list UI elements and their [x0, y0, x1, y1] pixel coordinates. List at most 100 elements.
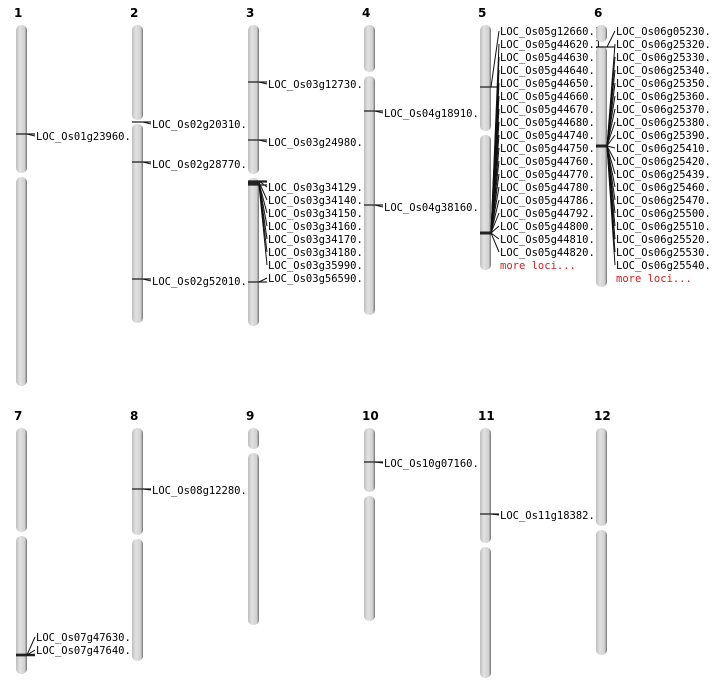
- locus-label[interactable]: LOC_Os03g34150.1: [268, 208, 369, 220]
- locus-label[interactable]: LOC_Os02g28770.1: [152, 159, 253, 171]
- locus-label[interactable]: LOC_Os03g24980.1: [268, 137, 369, 149]
- locus-connector: [606, 108, 616, 147]
- locus-label[interactable]: LOC_Os05g44820.1: [500, 247, 601, 259]
- locus-label[interactable]: LOC_Os06g25380.1: [616, 117, 712, 129]
- locus-connector: [606, 145, 616, 266]
- chromosome-arm-short: [16, 25, 27, 173]
- locus-label[interactable]: LOC_Os05g44786.1: [500, 195, 601, 207]
- locus-label[interactable]: LOC_Os08g12280.1: [152, 485, 253, 497]
- locus-connector: [26, 133, 36, 137]
- locus-label[interactable]: LOC_Os05g44810.1: [500, 234, 601, 246]
- locus-connector: [142, 121, 152, 125]
- locus-label[interactable]: LOC_Os02g52010.1: [152, 276, 253, 288]
- locus-connector: [374, 110, 384, 114]
- chromosome-arm-long: [248, 453, 259, 625]
- locus-label[interactable]: LOC_Os06g25500.1: [616, 208, 712, 220]
- locus-label[interactable]: LOC_Os05g44750.1: [500, 143, 601, 155]
- locus-label[interactable]: LOC_Os05g44680.1: [500, 117, 601, 129]
- chromosome-2: 2LOC_Os02g20310.1LOC_Os02g28770.1LOC_Os0…: [130, 6, 253, 323]
- chromosome-6: 6LOC_Os06g05230.1LOC_Os06g25320.1LOC_Os0…: [594, 6, 712, 287]
- locus-label[interactable]: LOC_Os05g44800.1: [500, 221, 601, 233]
- locus-label[interactable]: LOC_Os06g25470.1: [616, 195, 712, 207]
- locus-connector: [606, 145, 616, 149]
- locus-label[interactable]: LOC_Os06g25330.1: [616, 52, 712, 64]
- chromosome-5: 5LOC_Os05g12660.1LOC_Os05g44620.1LOC_Os0…: [478, 6, 601, 272]
- more-loci-link[interactable]: more loci...: [500, 260, 576, 272]
- locus-connector: [606, 134, 616, 147]
- locus-connector: [142, 488, 152, 491]
- locus-label[interactable]: LOC_Os11g18382.1: [500, 510, 601, 522]
- locus-label[interactable]: LOC_Os03g34180.1: [268, 247, 369, 259]
- locus-label[interactable]: LOC_Os05g44630.1: [500, 52, 601, 64]
- locus-connector: [490, 212, 500, 234]
- locus-label[interactable]: LOC_Os06g25370.1: [616, 104, 712, 116]
- locus-connector: [142, 278, 152, 282]
- locus-label[interactable]: LOC_Os02g20310.1: [152, 119, 253, 131]
- locus-label[interactable]: LOC_Os06g25410.1: [616, 143, 712, 155]
- locus-label[interactable]: LOC_Os03g34160.1: [268, 221, 369, 233]
- locus-label[interactable]: LOC_Os06g25350.1: [616, 78, 712, 90]
- locus-connector: [258, 277, 268, 283]
- locus-label[interactable]: LOC_Os06g25540.1: [616, 260, 712, 272]
- locus-label[interactable]: LOC_Os05g44792.1: [500, 208, 601, 220]
- locus-label[interactable]: LOC_Os05g44640.1: [500, 65, 601, 77]
- locus-connector: [490, 513, 500, 516]
- locus-label[interactable]: LOC_Os05g44780.1: [500, 182, 601, 194]
- locus-label[interactable]: LOC_Os06g25520.1: [616, 234, 712, 246]
- locus-label[interactable]: LOC_Os03g34170.1: [268, 234, 369, 246]
- locus-label[interactable]: LOC_Os06g25340.1: [616, 65, 712, 77]
- locus-label[interactable]: LOC_Os03g34140.1: [268, 195, 369, 207]
- chromosome-arm-short: [480, 428, 491, 543]
- chromosome-number: 3: [246, 6, 254, 20]
- locus-connector: [490, 225, 500, 234]
- locus-label[interactable]: LOC_Os05g44650.1: [500, 78, 601, 90]
- locus-label[interactable]: LOC_Os06g25420.1: [616, 156, 712, 168]
- locus-label[interactable]: LOC_Os06g25390.1: [616, 130, 712, 142]
- locus-label[interactable]: LOC_Os06g25530.1: [616, 247, 712, 259]
- locus-label[interactable]: LOC_Os05g44740.1: [500, 130, 601, 142]
- chromosome-arm-long: [364, 76, 375, 315]
- locus-label[interactable]: LOC_Os06g25360.1: [616, 91, 712, 103]
- locus-label[interactable]: LOC_Os05g44660.1: [500, 91, 601, 103]
- chromosome-arm-long: [132, 539, 143, 661]
- chromosome-arm-short: [364, 25, 375, 72]
- locus-connector: [490, 232, 500, 240]
- chromosome-arm-short: [248, 25, 259, 174]
- locus-label[interactable]: LOC_Os10g07160.1: [384, 458, 485, 470]
- locus-label[interactable]: LOC_Os01g23960.1: [36, 131, 137, 143]
- locus-label[interactable]: LOC_Os06g25439.1: [616, 169, 712, 181]
- locus-label[interactable]: LOC_Os05g44670.1: [500, 104, 601, 116]
- chromosome-arm-long: [132, 124, 143, 323]
- locus-label[interactable]: LOC_Os03g12730.1: [268, 79, 369, 91]
- locus-label[interactable]: LOC_Os05g44760.1: [500, 156, 601, 168]
- chromosome-arm-long: [480, 135, 491, 270]
- chromosome-arm-long: [16, 177, 27, 386]
- locus-connector: [374, 461, 384, 464]
- chromosome-12: 12: [594, 409, 611, 655]
- locus-label[interactable]: LOC_Os06g25460.1: [616, 182, 712, 194]
- locus-label[interactable]: LOC_Os03g34129.1: [268, 182, 369, 194]
- locus-label[interactable]: LOC_Os04g38160.1: [384, 202, 485, 214]
- locus-connector: [606, 121, 616, 147]
- locus-label[interactable]: LOC_Os06g25510.1: [616, 221, 712, 233]
- locus-label[interactable]: LOC_Os07g47630.1: [36, 632, 137, 644]
- locus-label[interactable]: LOC_Os03g56590.1: [268, 273, 369, 285]
- locus-label[interactable]: LOC_Os04g18910.1: [384, 108, 485, 120]
- locus-label[interactable]: LOC_Os05g44770.1: [500, 169, 601, 181]
- locus-label[interactable]: LOC_Os06g25320.1: [616, 39, 712, 51]
- locus-label[interactable]: LOC_Os05g12660.1: [500, 26, 601, 38]
- locus-label[interactable]: LOC_Os03g35990.1: [268, 260, 369, 272]
- more-loci-link[interactable]: more loci...: [616, 273, 692, 285]
- chromosome-arm-short: [480, 25, 491, 131]
- chromosome-arm-short: [132, 428, 143, 535]
- locus-label[interactable]: LOC_Os07g47640.1: [36, 645, 137, 657]
- chromosome-number: 2: [130, 6, 138, 20]
- chromosome-arm-long: [248, 178, 259, 326]
- chromosome-number: 7: [14, 409, 22, 423]
- locus-label[interactable]: LOC_Os06g05230.1: [616, 26, 712, 38]
- locus-label[interactable]: LOC_Os05g44620.1: [500, 39, 601, 51]
